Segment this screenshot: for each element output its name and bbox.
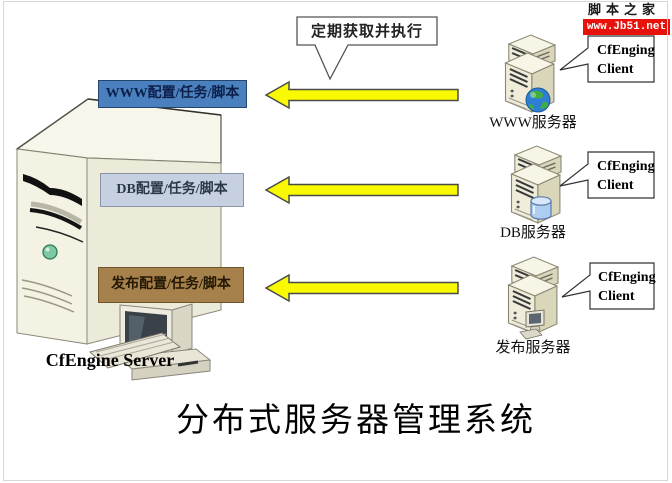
callout-line2: Client xyxy=(597,62,634,77)
arrow-publish xyxy=(264,273,459,303)
diagram-title: 分布式服务器管理系统 xyxy=(176,403,536,439)
arrow-www xyxy=(264,80,459,110)
callout-bubble-www xyxy=(559,35,655,83)
callout-text-db: CfEnging Client xyxy=(597,157,655,195)
client-name-db: DB服务器 xyxy=(500,225,566,241)
client-name-publish: 发布服务器 xyxy=(495,340,571,356)
callout-line1: CfEnging xyxy=(597,159,655,174)
config-label-publish: 发布配置/任务/脚本 xyxy=(98,267,244,303)
callout-text-publish: CfEnging Client xyxy=(598,268,656,306)
config-label-www: WWW配置/任务/脚本 xyxy=(98,80,247,108)
callout-bubble-publish xyxy=(561,262,655,310)
database-icon xyxy=(530,196,552,220)
arrow-db xyxy=(264,175,459,205)
callout-bubble-db xyxy=(559,151,655,199)
config-label-db: DB配置/任务/脚本 xyxy=(100,173,244,207)
keyboard-icon xyxy=(88,332,182,369)
client-name-www: WWW服务器 xyxy=(489,115,577,131)
watermark-site-url: www.Jb51.net xyxy=(583,19,670,35)
callout-line1: CfEnging xyxy=(597,43,655,58)
annotation-callout-bubble xyxy=(296,16,438,81)
globe-icon xyxy=(525,87,551,113)
callout-line2: Client xyxy=(598,289,635,304)
callout-text-www: CfEnging Client xyxy=(597,41,655,79)
callout-line2: Client xyxy=(597,178,634,193)
annotation-label: 定期获取并执行 xyxy=(310,24,423,40)
admin-workstation xyxy=(88,303,212,381)
watermark-site-name: 脚本之家 xyxy=(587,2,660,17)
master-server-name: CfEngine Server xyxy=(45,350,175,370)
drive-bay-icon xyxy=(23,174,82,206)
desktop-icon xyxy=(519,309,545,340)
callout-line1: CfEnging xyxy=(598,270,656,285)
power-button-icon xyxy=(42,244,58,260)
